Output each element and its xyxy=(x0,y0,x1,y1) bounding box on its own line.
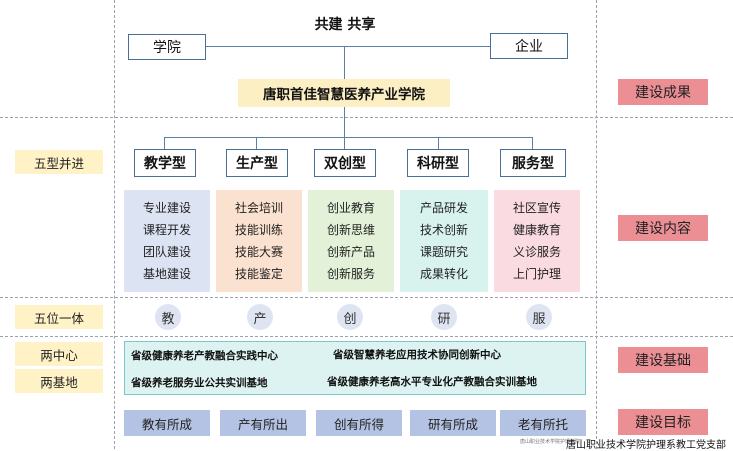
item-innovation-4: 创新服务 xyxy=(326,267,375,281)
panel-innovation: 创业教育 创新思维 创新产品 创新服务 xyxy=(308,190,394,292)
connector-types-bar xyxy=(164,137,532,138)
item-research-2: 技术创新 xyxy=(419,223,468,237)
item-teaching-3: 团队建设 xyxy=(142,245,191,259)
circle-research: 研 xyxy=(431,304,457,330)
enterprise-box: 企业 xyxy=(490,33,568,59)
label-goal: 建设目标 xyxy=(618,409,708,435)
row-divider-2 xyxy=(0,297,733,298)
connector-type-5 xyxy=(532,137,533,149)
item-service-3: 义诊服务 xyxy=(512,245,561,259)
connector-to-college xyxy=(344,46,345,79)
row-divider-1 xyxy=(0,117,733,118)
item-service-1: 社区宣传 xyxy=(512,201,561,215)
item-research-3: 课题研究 xyxy=(419,245,468,259)
goal-service: 老有所托 xyxy=(500,410,586,436)
connector-type-3 xyxy=(344,137,345,149)
item-innovation-2: 创新思维 xyxy=(326,223,375,237)
item-innovation-3: 创新产品 xyxy=(326,245,375,259)
goal-innovation: 创有所得 xyxy=(316,410,402,436)
label-content: 建设内容 xyxy=(618,215,708,241)
goal-production: 产有所出 xyxy=(220,410,306,436)
item-production-2: 技能训练 xyxy=(234,223,283,237)
item-teaching-1: 专业建设 xyxy=(142,201,191,215)
item-production-3: 技能大赛 xyxy=(234,245,283,259)
type-title-service: 服务型 xyxy=(500,149,566,177)
circle-production: 产 xyxy=(247,304,273,330)
row-divider-3 xyxy=(0,336,733,337)
left-divider xyxy=(114,0,115,449)
panel-teaching: 专业建设 课程开发 团队建设 基地建设 xyxy=(124,190,210,292)
connector-type-2 xyxy=(256,137,257,149)
item-production-4: 技能鉴定 xyxy=(234,267,283,281)
label-two-centers: 两中心 xyxy=(15,342,103,366)
item-teaching-4: 基地建设 xyxy=(142,267,191,281)
industry-college-box: 唐职首佳智慧医养产业学院 xyxy=(238,79,450,107)
item-innovation-1: 创业教育 xyxy=(326,201,375,215)
base-innovation-center: 省级智慧养老应用技术协同创新中心 xyxy=(333,349,501,361)
type-title-research: 科研型 xyxy=(407,149,469,177)
label-foundation: 建设基础 xyxy=(618,347,708,373)
type-title-production: 生产型 xyxy=(226,149,288,177)
panel-production: 社会培训 技能训练 技能大赛 技能鉴定 xyxy=(216,190,302,292)
type-title-teaching: 教学型 xyxy=(134,149,196,177)
connector-type-4 xyxy=(438,137,439,149)
item-teaching-2: 课程开发 xyxy=(142,223,191,237)
circle-teaching: 教 xyxy=(155,304,181,330)
goal-research: 研有所成 xyxy=(410,410,496,436)
panel-service: 社区宣传 健康教育 义诊服务 上门护理 xyxy=(494,190,580,292)
seal-watermark: 唐山职业技术学院护理学院 xyxy=(520,439,581,445)
right-divider xyxy=(596,0,597,449)
college-box: 学院 xyxy=(128,34,206,60)
panel-research: 产品研发 技术创新 课题研究 成果转化 xyxy=(400,190,488,292)
item-research-4: 成果转化 xyxy=(419,267,468,281)
base-specialized-training: 省级健康养老高水平专业化产教融合实训基地 xyxy=(327,376,537,388)
circle-service: 服 xyxy=(526,304,552,330)
diagram-title: 共建 共享 xyxy=(314,17,376,33)
foundation-panel: 省级健康养老产教融合实践中心 省级智慧养老应用技术协同创新中心 省级养老服务业公… xyxy=(124,341,586,395)
label-two-bases: 两基地 xyxy=(15,369,103,393)
footer-organization: 唐山职业技术学院护理系教工党支部 xyxy=(566,440,726,451)
item-research-1: 产品研发 xyxy=(419,201,468,215)
item-production-1: 社会培训 xyxy=(234,201,283,215)
item-service-4: 上门护理 xyxy=(512,267,561,281)
goal-teaching: 教有所成 xyxy=(124,410,210,436)
connector-horizontal xyxy=(206,46,490,47)
label-five-types: 五型并进 xyxy=(15,150,103,174)
base-practice-center: 省级健康养老产教融合实践中心 xyxy=(131,350,278,362)
base-public-training: 省级养老服务业公共实训基地 xyxy=(131,377,268,389)
type-title-innovation: 双创型 xyxy=(314,149,376,177)
connector-college-down xyxy=(344,107,345,137)
label-results: 建设成果 xyxy=(618,79,708,105)
circle-innovation: 创 xyxy=(337,304,363,330)
connector-type-1 xyxy=(164,137,165,149)
item-service-2: 健康教育 xyxy=(512,223,561,237)
label-five-in-one: 五位一体 xyxy=(15,305,103,329)
